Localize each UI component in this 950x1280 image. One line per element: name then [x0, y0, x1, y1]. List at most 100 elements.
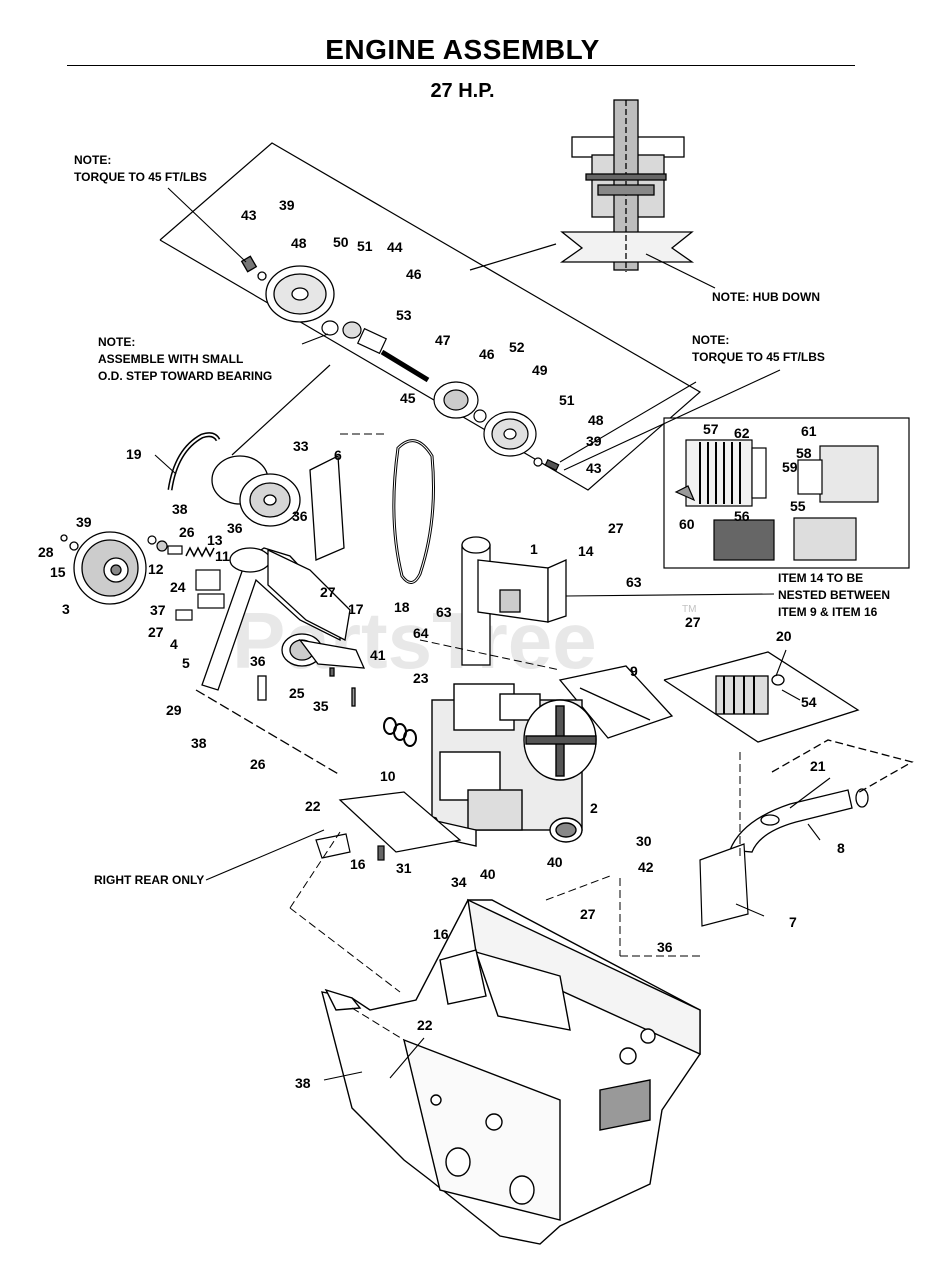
callout-label: 62 — [734, 425, 750, 441]
callout-label: 57 — [703, 421, 719, 437]
svg-text:NOTE:: NOTE: — [74, 153, 111, 167]
idler-bracket — [195, 547, 366, 776]
callout-label: 17 — [348, 601, 364, 617]
callout-label: 39 — [76, 514, 92, 530]
svg-text:NOTE:: NOTE: — [98, 335, 135, 349]
callout-label: 36 — [292, 508, 308, 524]
callout-label: 7 — [789, 914, 797, 930]
callout-label: 31 — [396, 860, 412, 876]
callout-label: 36 — [227, 520, 243, 536]
note-right-rear: RIGHT REAR ONLY — [94, 873, 204, 887]
callout-label: 16 — [433, 926, 449, 942]
alignment-lines — [289, 433, 741, 1041]
note-item14: ITEM 14 TO BE NESTED BETWEEN ITEM 9 & IT… — [778, 571, 890, 619]
plate-7 — [699, 843, 749, 927]
callout-label: 25 — [289, 685, 305, 701]
callout-label: 61 — [801, 423, 817, 439]
callout-label: 40 — [547, 854, 563, 870]
callout-label: 47 — [435, 332, 451, 348]
callout-label: 64 — [413, 625, 429, 641]
callout-label: 27 — [320, 584, 336, 600]
upper-shaft-parts — [321, 320, 560, 472]
engine-column — [461, 536, 567, 666]
callout-label: 26 — [250, 756, 266, 772]
leader-lines — [154, 187, 831, 1081]
svg-text:ITEM 14 TO BE: ITEM 14 TO BE — [778, 571, 863, 585]
callout-label: 19 — [126, 446, 142, 462]
main-frame — [321, 898, 701, 1245]
callout-label: 46 — [479, 346, 495, 362]
callout-label: 48 — [588, 412, 604, 428]
callout-label: 24 — [170, 579, 186, 595]
muffler — [663, 651, 860, 743]
callout-label: 35 — [313, 698, 329, 714]
callout-label: 4 — [170, 636, 178, 652]
callout-label: 6 — [334, 447, 342, 463]
page-title: ENGINE ASSEMBLY — [325, 34, 600, 65]
intake-hose — [729, 739, 914, 853]
callout-label: 40 — [480, 866, 496, 882]
svg-text:NESTED BETWEEN: NESTED BETWEEN — [778, 588, 890, 602]
engine — [400, 683, 597, 847]
callout-label: 28 — [38, 544, 54, 560]
callout-label: 46 — [406, 266, 422, 282]
callout-label: 51 — [357, 238, 373, 254]
callout-label: 48 — [291, 235, 307, 251]
callout-label: 30 — [636, 833, 652, 849]
engine-plate — [315, 791, 462, 861]
spindle-hub-detail — [559, 99, 695, 272]
callout-label: 12 — [148, 561, 164, 577]
watermark-trademark: TM — [682, 604, 696, 615]
idler-parts — [147, 535, 225, 621]
callout-label: 55 — [790, 498, 806, 514]
svg-text:O.D. STEP TOWARD BEARING: O.D. STEP TOWARD BEARING — [98, 369, 272, 383]
callout-label: 58 — [796, 445, 812, 461]
callout-label: 27 — [685, 614, 701, 630]
callout-label: 15 — [50, 564, 66, 580]
callout-label: 27 — [580, 906, 596, 922]
svg-text:TORQUE TO 45 FT/LBS: TORQUE TO 45 FT/LBS — [74, 170, 207, 184]
callout-label: 16 — [350, 856, 366, 872]
callout-label: 39 — [279, 197, 295, 213]
bracket-9 — [558, 665, 674, 739]
callout-label: 27 — [148, 624, 164, 640]
callout-label: 13 — [207, 532, 223, 548]
callout-label: 20 — [776, 628, 792, 644]
svg-text:NOTE:: NOTE: — [692, 333, 729, 347]
callout-label: 2 — [590, 800, 598, 816]
upper-drive-pulley — [240, 255, 335, 323]
callout-label: 36 — [657, 939, 673, 955]
callout-label: 38 — [295, 1075, 311, 1091]
hub-down-leader — [645, 253, 716, 289]
note-torque-left: NOTE: TORQUE TO 45 FT/LBS — [74, 153, 207, 184]
callout-label: 38 — [172, 501, 188, 517]
note-hub-down: NOTE: HUB DOWN — [712, 290, 820, 304]
callout-label: 54 — [801, 694, 817, 710]
callout-label: 43 — [241, 207, 257, 223]
callout-label: 39 — [586, 433, 602, 449]
callout-label: 56 — [734, 508, 750, 524]
callout-label: 3 — [62, 601, 70, 617]
callout-label: 59 — [782, 459, 798, 475]
callout-label: 42 — [638, 859, 654, 875]
svg-text:TORQUE TO 45 FT/LBS: TORQUE TO 45 FT/LBS — [692, 350, 825, 364]
callout-label: 41 — [370, 647, 386, 663]
callout-label: 51 — [559, 392, 575, 408]
callout-label: 44 — [387, 239, 403, 255]
callout-label: 23 — [413, 670, 429, 686]
callout-label: 60 — [679, 516, 695, 532]
callout-label: 43 — [586, 460, 602, 476]
callout-label: 38 — [191, 735, 207, 751]
belt-pulley-assembly — [211, 455, 301, 527]
callout-label: 34 — [451, 874, 467, 890]
svg-text:ITEM 9 & ITEM 16: ITEM 9 & ITEM 16 — [778, 605, 878, 619]
callout-label: 22 — [417, 1017, 433, 1033]
callout-label: 27 — [608, 520, 624, 536]
callout-numbers: 43 39 48 50 51 44 46 53 47 45 46 52 49 5… — [38, 197, 845, 1091]
callout-label: 21 — [810, 758, 826, 774]
page-subtitle: 27 H.P. — [430, 80, 495, 102]
o-rings — [383, 717, 417, 747]
callout-label: 5 — [182, 655, 190, 671]
callout-label: 63 — [436, 604, 452, 620]
